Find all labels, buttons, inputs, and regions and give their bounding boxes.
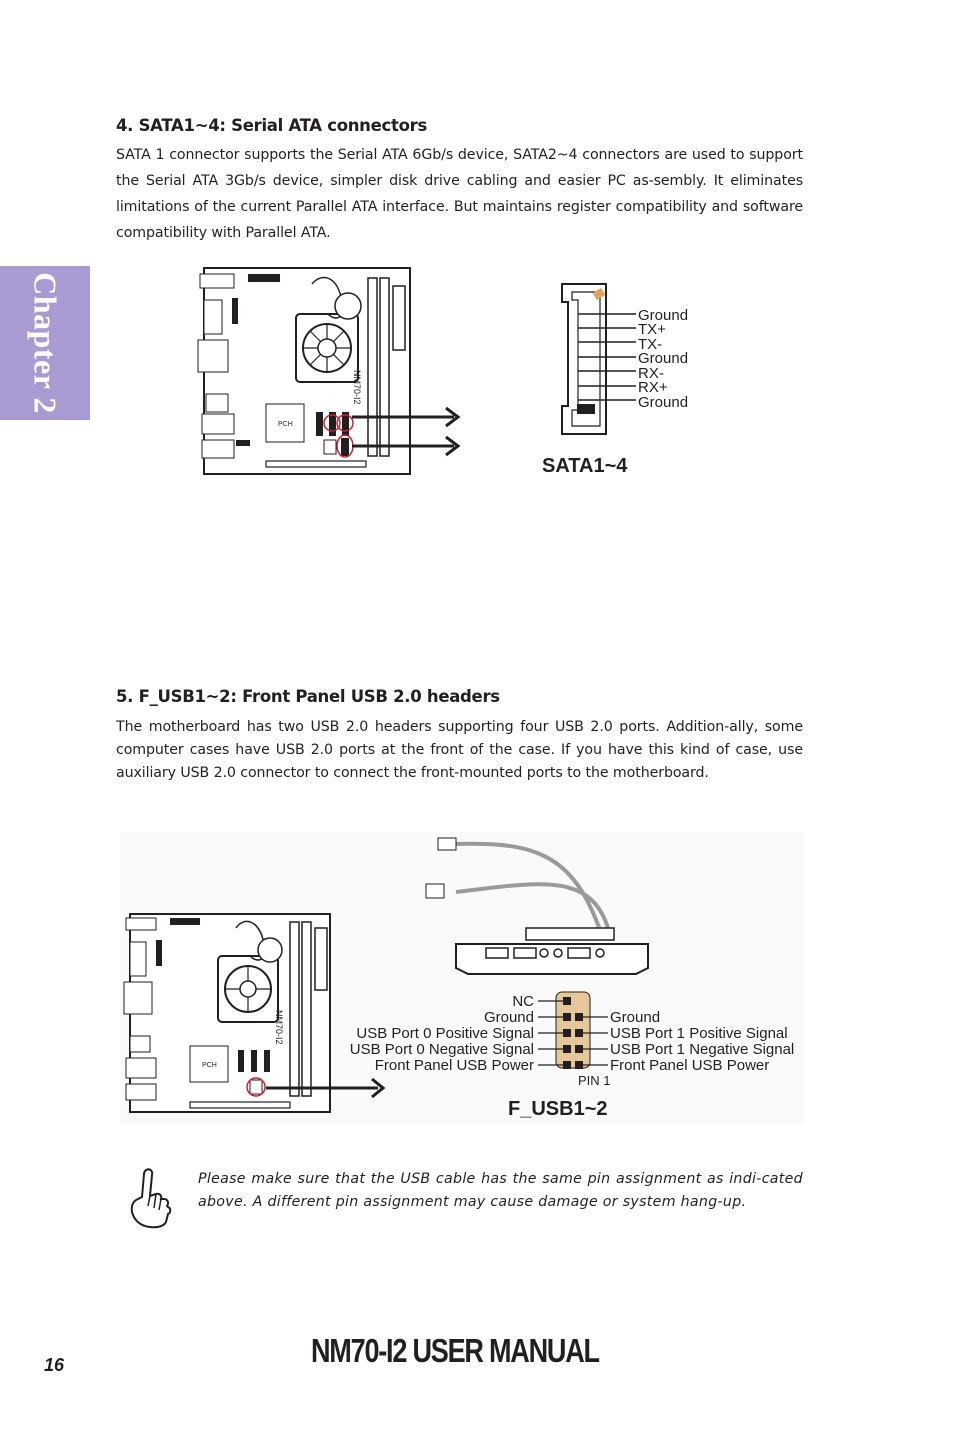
note-text: Please make sure that the USB cable has … bbox=[198, 1171, 803, 1210]
usb-left-pin-nc: NC bbox=[512, 993, 534, 1010]
section-5-heading: 5. F_USB1~2: Front Panel USB 2.0 headers bbox=[116, 687, 500, 706]
pointing-hand-icon bbox=[130, 1168, 172, 1229]
usb-left-pin-power: Front Panel USB Power bbox=[375, 1057, 534, 1074]
sata-pin-7: Ground bbox=[638, 394, 688, 411]
section-5-body: The motherboard has two USB 2.0 headers … bbox=[116, 719, 803, 781]
board-model-label: NM70-I2 bbox=[352, 370, 362, 405]
section-4-body: SATA 1 connector supports the Serial ATA… bbox=[116, 147, 803, 241]
usb-figure: PCH NM70-I2 bbox=[120, 832, 804, 1124]
usb-caption: F_USB1~2 bbox=[508, 1098, 608, 1120]
chapter-tab: Chapter 2 bbox=[0, 266, 90, 420]
usb-right-pin-port1-negative: USB Port 1 Negative Signal bbox=[610, 1041, 794, 1058]
sata-pin-5: RX- bbox=[638, 365, 664, 382]
usb-right-pin-power: Front Panel USB Power bbox=[610, 1057, 769, 1074]
usb-right-pin-port1-positive: USB Port 1 Positive Signal bbox=[610, 1025, 788, 1042]
section-4-heading: 4. SATA1~4: Serial ATA connectors bbox=[116, 116, 427, 135]
sata-pin-6: RX+ bbox=[638, 379, 668, 396]
sata-pin-2: TX+ bbox=[638, 321, 666, 338]
sata-figure: PCH NM70-I2 Groun bbox=[197, 267, 688, 477]
usb-left-pin-port0-negative: USB Port 0 Negative Signal bbox=[350, 1041, 534, 1058]
usb-right-pin-ground: Ground bbox=[610, 1009, 660, 1026]
footer-title: NM70-I2 USER MANUAL bbox=[311, 1332, 600, 1369]
usb-header-diagram: NC Ground USB Port 0 Positive Signal USB… bbox=[350, 991, 794, 1120]
usb-left-pin-port0-positive: USB Port 0 Positive Signal bbox=[356, 1025, 534, 1042]
sata-pin-1: Ground bbox=[638, 307, 688, 324]
sata-pin-3: TX- bbox=[638, 336, 662, 353]
motherboard-diagram-2: PCH NM70-I2 bbox=[123, 913, 331, 1113]
usb-left-pin-ground: Ground bbox=[484, 1009, 534, 1026]
pin1-label: PIN 1 bbox=[578, 1073, 611, 1088]
pch-label-2: PCH bbox=[202, 1062, 217, 1069]
usb-bracket-cable bbox=[425, 837, 649, 975]
motherboard-diagram: PCH NM70-I2 bbox=[197, 267, 411, 475]
pch-label: PCH bbox=[278, 421, 293, 428]
sata-connector-diagram: Ground TX+ TX- Ground RX- RX+ Ground SAT… bbox=[542, 283, 688, 477]
page-number: 16 bbox=[44, 1355, 65, 1375]
chapter-tab-label: Chapter 2 bbox=[27, 272, 64, 414]
sata-pin-4: Ground bbox=[638, 350, 688, 367]
board-model-label-2: NM70-I2 bbox=[274, 1010, 284, 1045]
sata-caption: SATA1~4 bbox=[542, 455, 628, 477]
